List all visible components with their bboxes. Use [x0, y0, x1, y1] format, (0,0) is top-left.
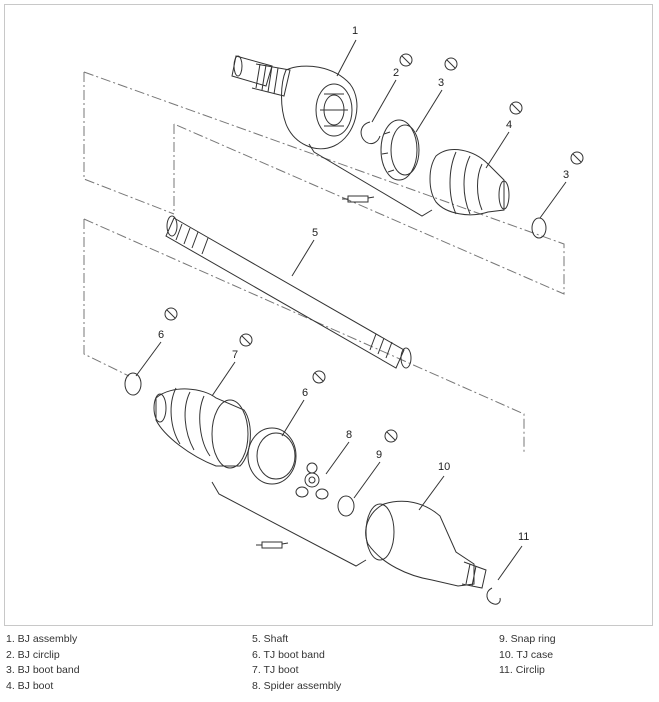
exploded-drive-shaft-diagram: 1 2 3 3 4 5 6 6 7 8 9 10 11 — [83, 25, 584, 605]
bj-boot — [429, 149, 510, 216]
diagram-frame — [4, 4, 653, 626]
legend-item: 2. BJ circlip — [6, 648, 60, 661]
legend-item: 11. Circlip — [499, 664, 545, 676]
callout-5: 5 — [312, 227, 318, 239]
bj-assembly — [231, 55, 358, 150]
bracket-bj — [308, 143, 433, 217]
bj-boot-band-small — [531, 217, 547, 239]
tj-boot-band-large — [247, 427, 297, 485]
legend-column-3: 9. Snap ring 10. TJ case 11. Circlip — [499, 632, 556, 679]
legend-column-2: 5. Shaft 6. TJ boot band 7. TJ boot 8. S… — [252, 632, 341, 694]
grease-tube-icon-lower — [256, 541, 289, 549]
legend-item: 10. TJ case — [499, 648, 554, 661]
legend-item: 3. BJ boot band — [6, 664, 80, 676]
legend-item: 6. TJ boot band — [252, 648, 325, 661]
circlip — [486, 587, 501, 605]
legend-item: 8. Spider assembly — [252, 679, 342, 692]
legend-item: 1. BJ assembly — [6, 633, 78, 645]
callout-10: 10 — [438, 461, 450, 473]
callout-2: 2 — [393, 67, 399, 79]
legend: 1. BJ assembly 2. BJ circlip 3. BJ boot … — [4, 632, 654, 698]
shaft — [165, 215, 412, 369]
callout-3a: 3 — [438, 77, 444, 89]
legend-item: 7. TJ boot — [252, 664, 299, 676]
callout-3b: 3 — [563, 169, 569, 181]
leader-lines — [135, 39, 567, 581]
legend-column-1: 1. BJ assembly 2. BJ circlip 3. BJ boot … — [6, 632, 80, 694]
tj-boot — [153, 387, 251, 469]
callout-6b: 6 — [302, 387, 308, 399]
callout-9: 9 — [376, 449, 382, 461]
bj-boot-band-upper — [380, 119, 420, 181]
callout-7: 7 — [232, 349, 238, 361]
callout-6a: 6 — [158, 329, 164, 341]
callout-labels: 1 2 3 3 4 5 6 6 7 8 9 10 11 — [158, 25, 569, 543]
callout-8: 8 — [346, 429, 352, 441]
bj-circlip — [360, 121, 381, 145]
callout-1: 1 — [352, 25, 358, 37]
legend-item: 5. Shaft — [252, 633, 289, 645]
bracket-tj — [211, 481, 367, 567]
callout-11: 11 — [518, 531, 529, 543]
callout-4: 4 — [506, 119, 512, 131]
tj-case — [365, 500, 487, 589]
legend-item: 9. Snap ring — [499, 633, 556, 645]
tj-boot-band-small — [124, 372, 142, 396]
legend-item: 4. BJ boot — [6, 679, 54, 692]
snap-ring — [337, 495, 355, 517]
no-reuse-icon — [164, 53, 584, 443]
spider-assembly — [295, 462, 329, 500]
grease-tube-icon-upper — [342, 195, 375, 203]
